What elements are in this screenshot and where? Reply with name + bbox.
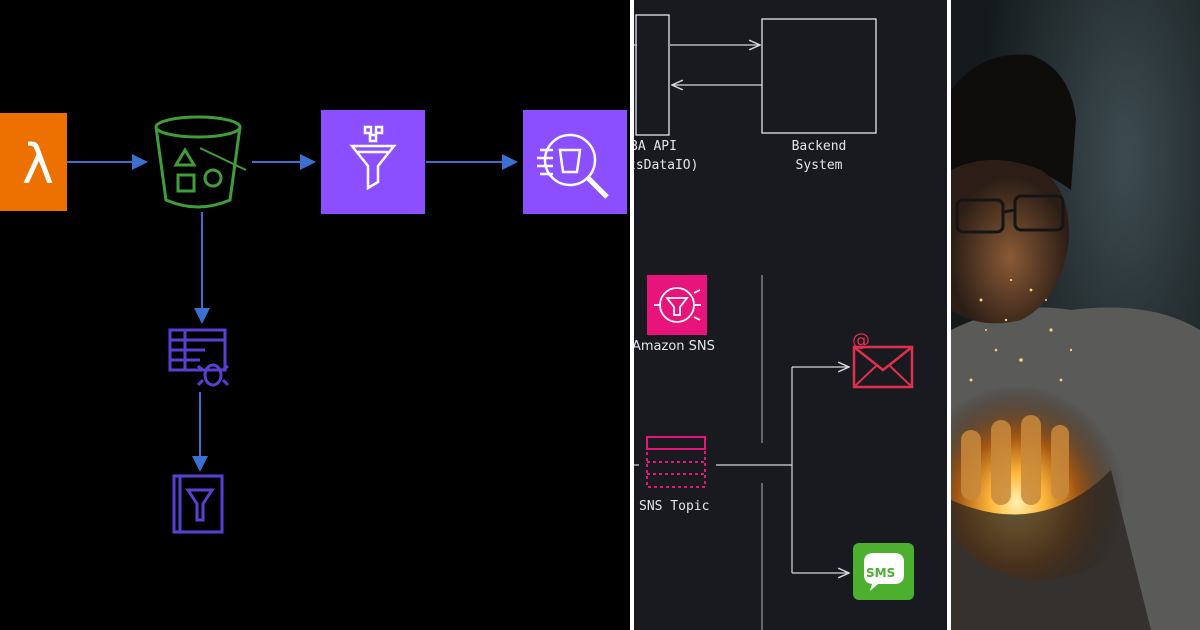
sketch-diagram-lines [634,14,914,630]
lambda-icon: λ [0,113,67,211]
lambda-glyph: λ [22,133,54,196]
glowing-hands-photo [951,0,1200,630]
data-catalog-icon [172,474,224,534]
person-hair [951,54,1076,190]
athena-search-icon [523,110,627,214]
photo-panel [951,0,1200,630]
aws-pipeline-panel: λ [0,0,630,630]
email-at-sign: @ [852,330,870,351]
amazon-sns-label: Amazon SNS [634,339,715,354]
sns-topic-icon [646,436,706,488]
person-hands [961,415,1069,505]
api-label-line2: tsDataIO) [634,158,699,173]
s3-bucket-icon [154,115,247,209]
glasses-icon [955,194,1065,234]
funnel-icon [321,110,425,214]
backend-label-line2: System [795,158,843,173]
backend-label-line1: Backend [791,139,847,154]
sns-topic-label: SNS Topic [639,499,710,514]
crawler-icon [168,328,230,387]
api-label-line1: BA API [634,139,677,154]
sketch-architecture-panel: BA API tsDataIO) Backend System Amazon S… [634,0,947,630]
api-box [635,14,670,136]
sms-label: SMS [866,566,896,580]
sms-icon [853,543,914,600]
amazon-sns-icon [647,275,707,335]
email-icon [852,345,914,389]
aws-pipeline-diagram: λ [0,110,627,534]
backend-box [761,18,877,134]
sparkles [969,278,1073,382]
